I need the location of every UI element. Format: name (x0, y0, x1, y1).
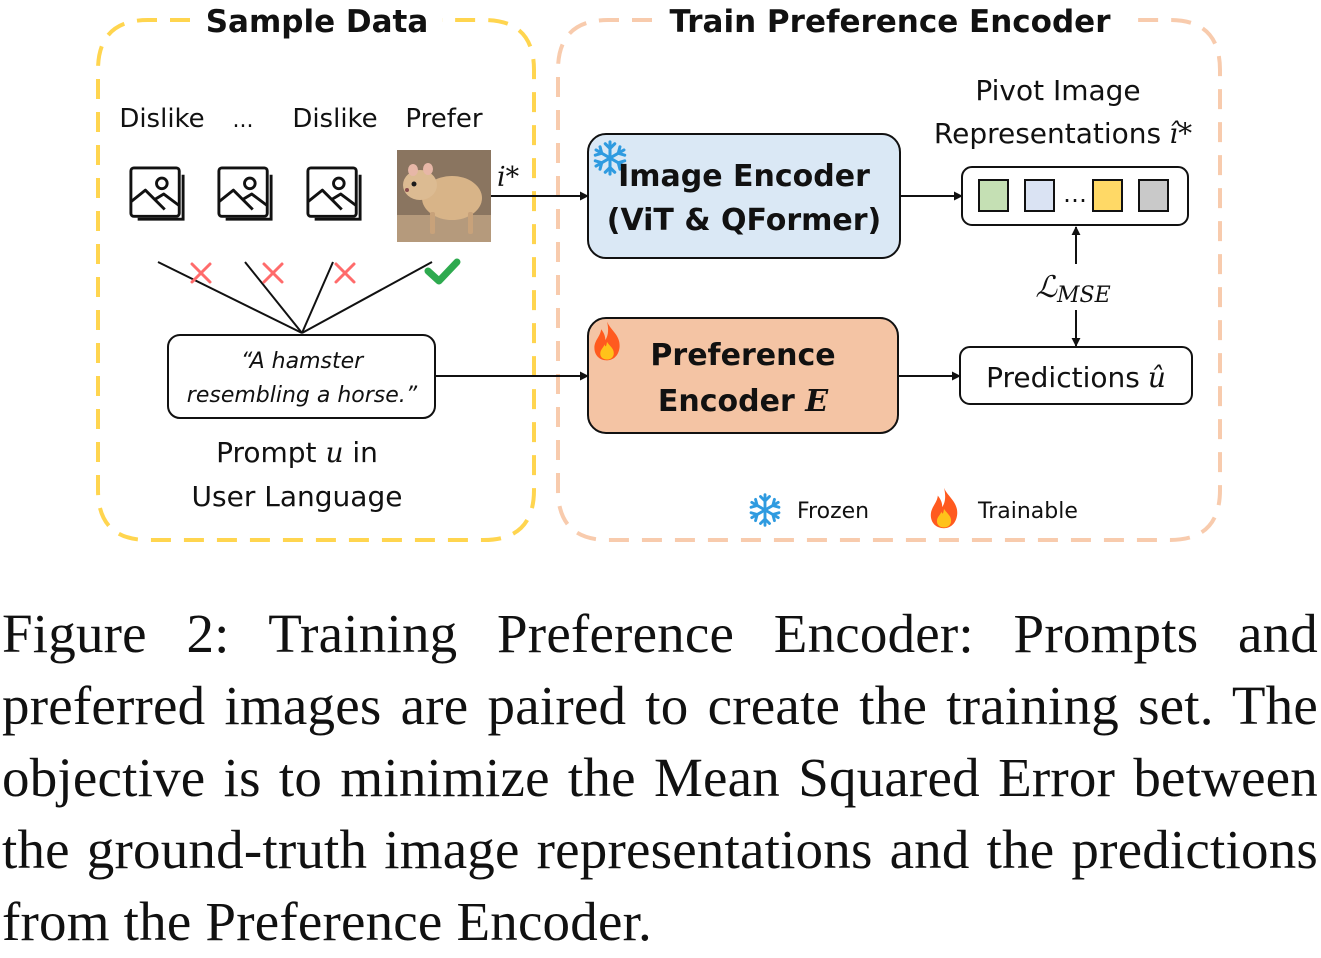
preferred-hamster-image (397, 150, 491, 242)
prompt-caption-line-1: Prompt u in (216, 436, 378, 469)
pivot-cell-blue (1024, 179, 1055, 212)
pivot-ellipsis: … (1063, 180, 1087, 208)
pivot-cell-gray (1138, 179, 1169, 212)
preference-encoder-title: Preference (650, 338, 835, 373)
mse-loss-label: ℒMSE (1035, 270, 1110, 308)
dislike-label-1: Dislike (119, 104, 204, 134)
prompt-text-line-2: resembling a horse.” (187, 383, 418, 408)
legend-snowflake-icon (749, 493, 781, 527)
image-encoder-box (587, 133, 901, 259)
pivot-cell-green (978, 179, 1009, 212)
cross-mark-icon-2 (262, 262, 284, 284)
diagram: Sample Data Train Preference Encoder Dis… (96, 4, 1222, 542)
legend-frozen-label: Frozen (797, 499, 869, 524)
check-mark-icon (424, 258, 461, 285)
pivot-title-line-1: Pivot Image (975, 74, 1140, 107)
prompt-to-images-lines (157, 261, 433, 334)
cross-mark-icon-1 (190, 262, 212, 284)
preference-encoder-subtitle: Encoder E (658, 384, 829, 419)
sample-data-title: Sample Data (206, 4, 429, 40)
disliked-image-icon-1 (129, 166, 185, 221)
disliked-image-icon-3 (306, 166, 362, 221)
prefer-label: Prefer (405, 104, 482, 134)
legend-trainable-label: Trainable (977, 499, 1078, 524)
pivot-representation-box (961, 166, 1189, 226)
sample-data-panel-border (96, 18, 536, 542)
image-encoder-title: Image Encoder (618, 159, 870, 194)
legend-flame-icon (930, 487, 958, 529)
train-panel-title: Train Preference Encoder (670, 4, 1112, 40)
ellipsis-label: ... (233, 108, 254, 133)
prompt-text-line-1: “A hamster (241, 349, 365, 374)
disliked-image-icon-2 (217, 166, 273, 221)
figure-caption: Figure 2: Training Preference Encoder: P… (2, 603, 1318, 952)
image-encoder-subtitle: (ViT & QFormer) (607, 203, 882, 238)
dislike-label-2: Dislike (292, 104, 377, 134)
cross-mark-icon-3 (334, 262, 356, 284)
target-image-symbol: i* (497, 162, 520, 193)
prompt-caption-line-2: User Language (192, 480, 403, 513)
pivot-cell-yellow (1092, 179, 1123, 212)
train-panel-border (556, 18, 1222, 542)
predictions-box (959, 346, 1193, 405)
